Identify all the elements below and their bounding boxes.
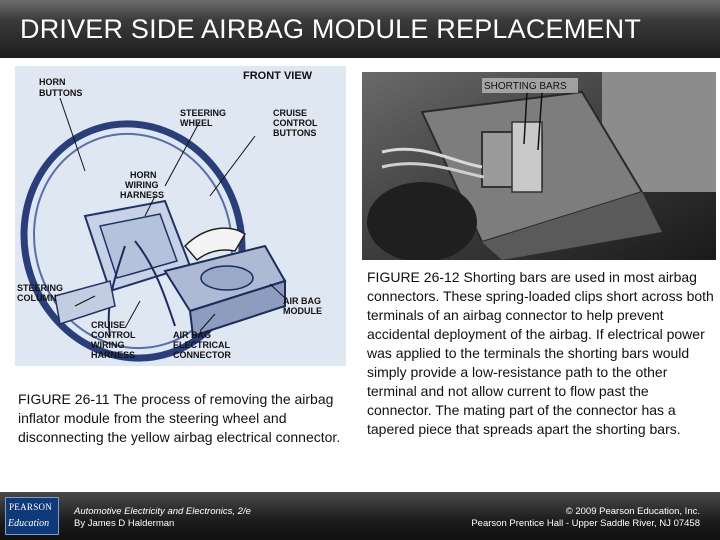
label-horn-wiring-harness: HORN: [130, 170, 157, 180]
label-horn-wiring-harness-3: HARNESS: [120, 190, 164, 200]
caption-figure-number: FIGURE 26-12: [367, 269, 460, 285]
label-horn-buttons-2: BUTTONS: [39, 88, 82, 98]
label-horn-wiring-harness-2: WIRING: [125, 180, 159, 190]
figure-airbag-removal-diagram: FRONT VIEW HORN BUTTONS STEERING WHEEL C…: [15, 66, 346, 366]
label-cruise-control-wiring-harness-3: WIRING: [91, 340, 125, 350]
publisher-text: Pearson Prentice Hall - Upper Saddle Riv…: [471, 518, 700, 529]
footer-bar: PEARSON Education Automotive Electricity…: [0, 492, 720, 540]
label-horn-buttons: HORN: [39, 77, 66, 87]
label-cruise-control-wiring-harness: CRUISE: [91, 320, 125, 330]
label-cruise-control-buttons-3: BUTTONS: [273, 128, 316, 138]
label-airbag-electrical-connector-3: CONNECTOR: [173, 350, 231, 360]
label-cruise-control-wiring-harness-2: CONTROL: [91, 330, 136, 340]
airbag-removal-drawing: FRONT VIEW HORN BUTTONS STEERING WHEEL C…: [15, 66, 346, 366]
caption-text: Shorting bars are used in most airbag co…: [367, 269, 714, 437]
title-bar: DRIVER SIDE AIRBAG MODULE REPLACEMENT: [0, 0, 720, 58]
label-steering-wheel-2: WHEEL: [180, 118, 213, 128]
label-airbag-module-2: MODULE: [283, 306, 322, 316]
label-steering-column: STEERING: [17, 283, 63, 293]
figure-shorting-bars-photo: SHORTING BARS: [362, 72, 716, 260]
label-airbag-electrical-connector-2: ELECTRICAL: [173, 340, 230, 350]
caption-figure-26-12: FIGURE 26-12 Shorting bars are used in m…: [367, 268, 717, 439]
label-steering-column-2: COLUMN: [17, 293, 57, 303]
label-airbag-module: AIR BAG: [283, 296, 321, 306]
label-cruise-control-buttons: CRUISE: [273, 108, 307, 118]
slide-title: DRIVER SIDE AIRBAG MODULE REPLACEMENT: [20, 14, 642, 44]
caption-text: The process of removing the airbag infla…: [18, 391, 341, 445]
pearson-logo: PEARSON Education: [5, 497, 59, 535]
footer-book-info: Automotive Electricity and Electronics, …: [74, 506, 251, 530]
book-author: By James D Halderman: [74, 518, 175, 529]
label-front-view: FRONT VIEW: [243, 70, 313, 82]
label-cruise-control-buttons-2: CONTROL: [273, 118, 318, 128]
shorting-bars-photo: SHORTING BARS: [362, 72, 716, 260]
caption-figure-26-11: FIGURE 26-11 The process of removing the…: [18, 390, 348, 447]
logo-bottom-text: Education: [8, 518, 50, 529]
label-steering-wheel: STEERING: [180, 108, 226, 118]
label-airbag-electrical-connector: AIR BAG: [173, 330, 211, 340]
caption-figure-number: FIGURE 26-11: [18, 391, 110, 407]
copyright-text: © 2009 Pearson Education, Inc.: [565, 506, 700, 517]
book-title: Automotive Electricity and Electronics, …: [74, 506, 251, 517]
footer-copyright: © 2009 Pearson Education, Inc. Pearson P…: [471, 506, 700, 530]
label-shorting-bars: SHORTING BARS: [484, 81, 567, 92]
logo-top-text: PEARSON: [9, 502, 53, 512]
label-cruise-control-wiring-harness-4: HARNESS: [91, 350, 135, 360]
